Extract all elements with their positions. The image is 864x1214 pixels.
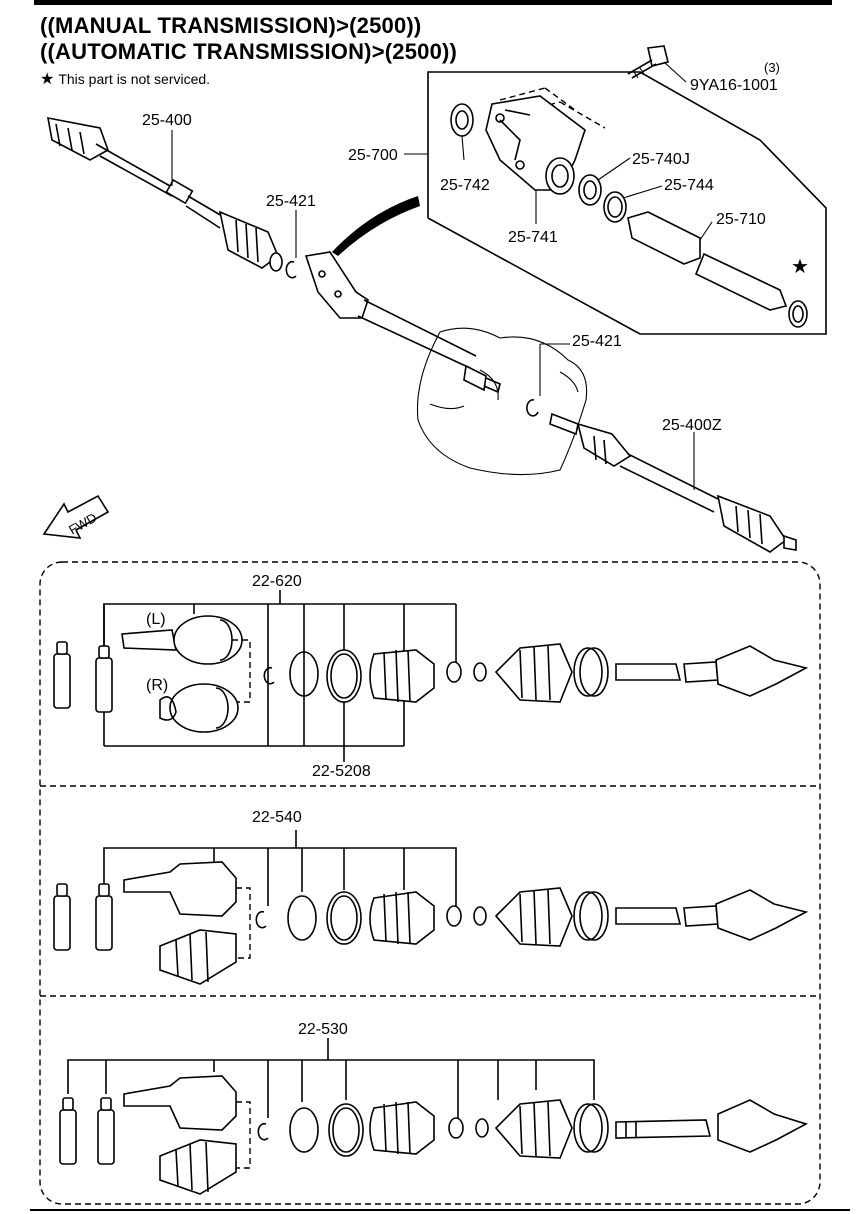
inset-pointer	[332, 196, 420, 256]
clip-25-421-upper	[285, 210, 297, 279]
bolt-qty-label: (3)	[764, 60, 780, 75]
kit1-bottom-label: 22-5208	[312, 763, 371, 780]
bolt-part	[627, 45, 687, 83]
bracket-label-25-741: 25-741	[508, 229, 558, 246]
top-rule	[34, 0, 832, 5]
shaft-25-710	[627, 211, 808, 328]
clip-label-upper: 25-421	[266, 193, 316, 210]
left-driveshaft-25-400	[47, 116, 283, 272]
left-shaft-label: 25-400	[142, 112, 192, 129]
bearing-label-25-740j: 25-740J	[632, 151, 690, 168]
right-shaft-label: 25-400Z	[662, 417, 722, 434]
clip-25-421-lower	[526, 344, 541, 417]
kit-22-620	[53, 590, 809, 762]
not-serviced-star-icon: ★	[791, 254, 809, 278]
kit-22-540	[53, 830, 809, 985]
assembly-label-25-700: 25-700	[348, 147, 398, 164]
shaft-label-25-710: 25-710	[716, 211, 766, 228]
kit-options-box	[39, 561, 821, 1205]
middle-bearing-bracket	[304, 251, 477, 369]
seal-label-25-742: 25-742	[440, 177, 490, 194]
bolt-label: 9YA16-1001	[690, 77, 778, 94]
title-manual-transmission: ((MANUAL TRANSMISSION)>(2500))	[40, 13, 422, 38]
bottom-rule	[30, 1209, 850, 1211]
kit3-label: 22-530	[298, 1021, 348, 1038]
fwd-arrow-icon	[42, 494, 110, 539]
bearing-25-740j	[578, 157, 631, 206]
clip-label-lower: 25-421	[572, 333, 622, 350]
kit1-label: 22-620	[252, 573, 302, 590]
not-serviced-note-text: This part is not serviced.	[58, 71, 211, 87]
bracket-25-741	[485, 95, 586, 195]
kit1-side-l-label: (L)	[146, 611, 166, 628]
not-serviced-note: ★This part is not serviced.	[40, 69, 210, 89]
snap-ring-25-744	[603, 185, 663, 223]
snapring-label-25-744: 25-744	[664, 177, 714, 194]
right-driveshaft-25-400z	[549, 412, 797, 553]
seal-25-742	[450, 103, 474, 161]
kit-22-530	[59, 1038, 809, 1195]
kit1-side-r-label: (R)	[146, 677, 168, 694]
star-icon: ★	[40, 71, 55, 88]
output-stub	[463, 364, 501, 394]
title-automatic-transmission: ((AUTOMATIC TRANSMISSION)>(2500))	[40, 39, 458, 64]
kit2-label: 22-540	[252, 809, 302, 826]
transmission-case-outline	[416, 327, 588, 476]
inset-box-25-700	[427, 71, 827, 335]
